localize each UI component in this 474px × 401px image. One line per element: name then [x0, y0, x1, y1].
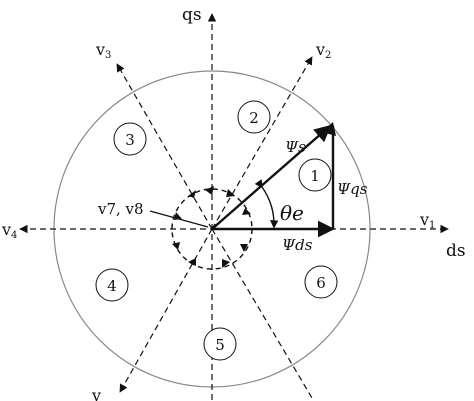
sector-1-circle: [298, 158, 332, 192]
sector-2-label: 2: [249, 109, 259, 127]
sector-markers: [95, 100, 338, 361]
psi-qs-label: Ψqs: [337, 180, 368, 198]
zero-vector-arrows: [172, 186, 251, 268]
psi-s-vector: [211, 124, 332, 230]
v78-pointer: [149, 210, 209, 228]
v2-line: [211, 56, 313, 230]
v5-label: v: [91, 386, 101, 401]
sector-5-label: 5: [215, 336, 225, 354]
zero-vector-circle: [171, 188, 253, 270]
ds-axis-label: ds: [446, 241, 466, 261]
sector-4-circle: [95, 268, 129, 302]
v1-label: v1: [419, 210, 435, 231]
psi-s-arrowhead: [322, 122, 336, 136]
sector-4-label: 4: [107, 277, 117, 295]
sector-3-circle: [113, 122, 147, 156]
v6-line: [211, 228, 313, 399]
sector-5-circle: [203, 327, 237, 361]
v3-line: [116, 63, 213, 230]
theta-arc: [254, 179, 279, 229]
psi-s-label: Ψs: [285, 138, 306, 156]
psi-ds-label: Ψds: [282, 236, 313, 254]
theta-e-label: θe: [280, 201, 304, 225]
v5-line: [119, 228, 213, 393]
sector-2-circle: [237, 100, 271, 134]
v3-label: v3: [95, 40, 111, 61]
sector-6-circle: [304, 265, 338, 299]
sector-1-label: 1: [310, 167, 320, 185]
v2-label: v2: [315, 40, 331, 61]
v4-label: v4: [1, 220, 17, 241]
v78-label: v7, v8: [97, 200, 144, 218]
qs-axis-label: qs: [182, 5, 202, 25]
sector-3-label: 3: [125, 131, 135, 149]
sector-6-label: 6: [316, 274, 326, 292]
